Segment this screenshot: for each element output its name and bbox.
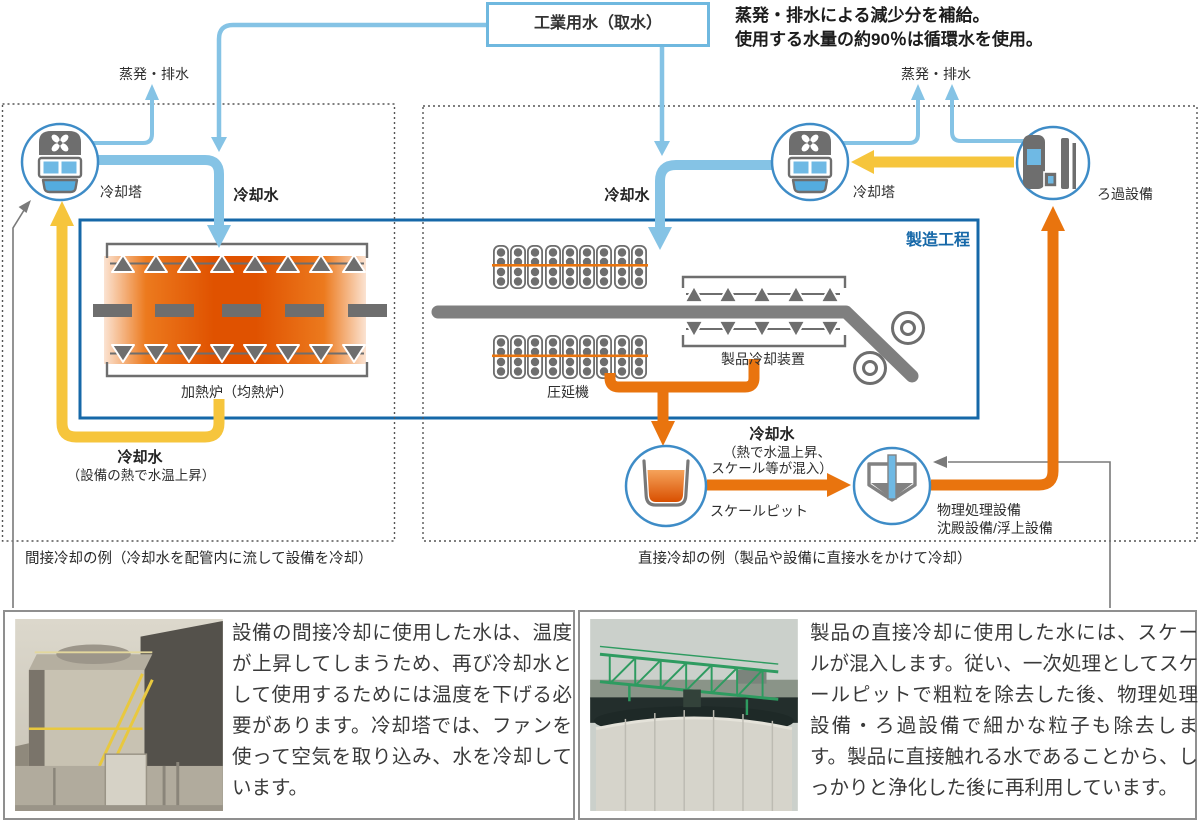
pipe-settling-to-filtration <box>931 230 1059 491</box>
blue-arrow-mill <box>648 227 672 250</box>
settling-tank <box>852 446 932 526</box>
physical-treatment-label2: 沈殿設備/浮上設備 <box>937 520 1053 536</box>
pipe-tower-left-supply <box>97 155 224 227</box>
yellow-arrow-left <box>851 150 874 174</box>
cooling-tower-label-left: 冷却塔 <box>100 184 142 200</box>
filtration-unit <box>1015 125 1091 201</box>
blue-arrow-intake-right <box>654 141 670 156</box>
furnace-icon <box>93 242 387 378</box>
furnace-label: 加熱炉（均熱炉） <box>181 384 293 400</box>
coiler-icon <box>853 311 925 385</box>
cooling-tower-photo <box>15 619 223 811</box>
indirect-cooling-region <box>1 103 396 542</box>
hot-water-note1: （熱で水温上昇、 <box>723 445 831 460</box>
blue-arrow-furnace <box>207 225 231 248</box>
indirect-cooling-description: 設備の間接冷却に使用した水は、温度が上昇してしまうため、再び冷却水として使用する… <box>232 622 572 799</box>
supply-note-line2: 使用する水量の約90％は循環水を使用。 <box>735 30 1043 49</box>
direct-cooling-caption: 直接冷却の例（製品や設備に直接水をかけて冷却） <box>638 551 972 567</box>
pipe-evap-left <box>86 100 154 145</box>
cooling-water-label-center: 冷却水 <box>604 187 650 204</box>
rolling-mill-label: 圧延機 <box>547 384 589 400</box>
orange-arrow-right <box>827 473 851 497</box>
return-water-note: （設備の熱で水温上昇） <box>66 468 216 483</box>
filtration-unit-icon <box>1023 135 1076 189</box>
blue-arrow-evap-tower <box>911 84 925 100</box>
direct-cooling-panel: 製品の直接冷却に使用した水には、スケールが混入します。従い、一次処理としてスケー… <box>578 610 1198 820</box>
orange-arrow-down <box>651 421 675 446</box>
cooling-tower-icon <box>37 126 83 194</box>
indirect-cooling-panel: 設備の間接冷却に使用した水は、温度が上昇してしまうため、再び冷却水として使用する… <box>3 610 575 820</box>
rolling-mill-icon <box>492 244 648 380</box>
cooling-tower-left <box>20 122 100 202</box>
pipe-mill-collect <box>604 359 760 393</box>
direct-cooling-description: 製品の直接冷却に使用した水には、スケールが混入します。従い、一次処理としてスケー… <box>810 622 1198 799</box>
callout-line-left <box>12 206 27 608</box>
process-box-title: 製造工程 <box>906 232 971 249</box>
physical-treatment-label1: 物理処理設備 <box>937 502 1021 518</box>
product-cooling-icon <box>681 275 847 348</box>
scale-pit-basin-icon <box>642 459 690 507</box>
filtration-label: ろ過設備 <box>1097 186 1153 202</box>
clarifier-photo <box>590 619 798 811</box>
scale-pit-label: スケールピット <box>710 503 808 519</box>
supply-note: 蒸発・排水による減少分を補給。 使用する水量の約90％は循環水を使用。 <box>735 4 1043 52</box>
hot-water-note2: スケール等が混入） <box>711 461 833 476</box>
product-cooling-label: 製品冷却装置 <box>721 351 805 367</box>
pipe-furnace-return <box>56 225 225 443</box>
cooling-tower-label-right: 冷却塔 <box>853 184 895 200</box>
settling-tank-icon <box>867 454 917 502</box>
supply-note-line1: 蒸発・排水による減少分を補給。 <box>735 6 990 25</box>
pipe-evap-right-filtration <box>950 100 1036 143</box>
blue-arrow-evap-filtration <box>945 84 959 100</box>
blue-arrow-evap-left <box>145 84 159 100</box>
orange-arrow-up <box>1041 206 1065 231</box>
evaporation-label-left: 蒸発・排水 <box>119 66 189 82</box>
blue-arrow-intake-left <box>211 137 227 152</box>
callout-arrow-right <box>933 456 947 468</box>
callout-arrow-left <box>18 200 31 213</box>
industrial-water-intake-box: 工業用水（取水） <box>486 2 710 47</box>
hot-water-label: 冷却水 <box>749 426 795 443</box>
evaporation-label-right: 蒸発・排水 <box>901 66 971 82</box>
cooling-tower-icon <box>787 126 833 194</box>
pipe-intake-left <box>216 22 486 139</box>
steel-strip <box>431 305 919 383</box>
slab-dashes <box>93 304 387 317</box>
callout-line-right <box>948 461 1111 608</box>
indirect-cooling-caption: 間接冷却の例（冷却水を配管内に流して設備を冷却） <box>25 551 373 567</box>
pipe-evap-right-tower <box>836 100 920 145</box>
return-water-label: 冷却水 <box>117 449 163 466</box>
pipe-tower-right-supply <box>655 160 773 229</box>
direct-cooling-region <box>422 105 1198 542</box>
scale-pit <box>624 444 708 528</box>
cooling-water-label-left: 冷却水 <box>233 187 279 204</box>
cooling-tower-right <box>770 122 850 202</box>
yellow-arrow-up <box>50 201 74 226</box>
